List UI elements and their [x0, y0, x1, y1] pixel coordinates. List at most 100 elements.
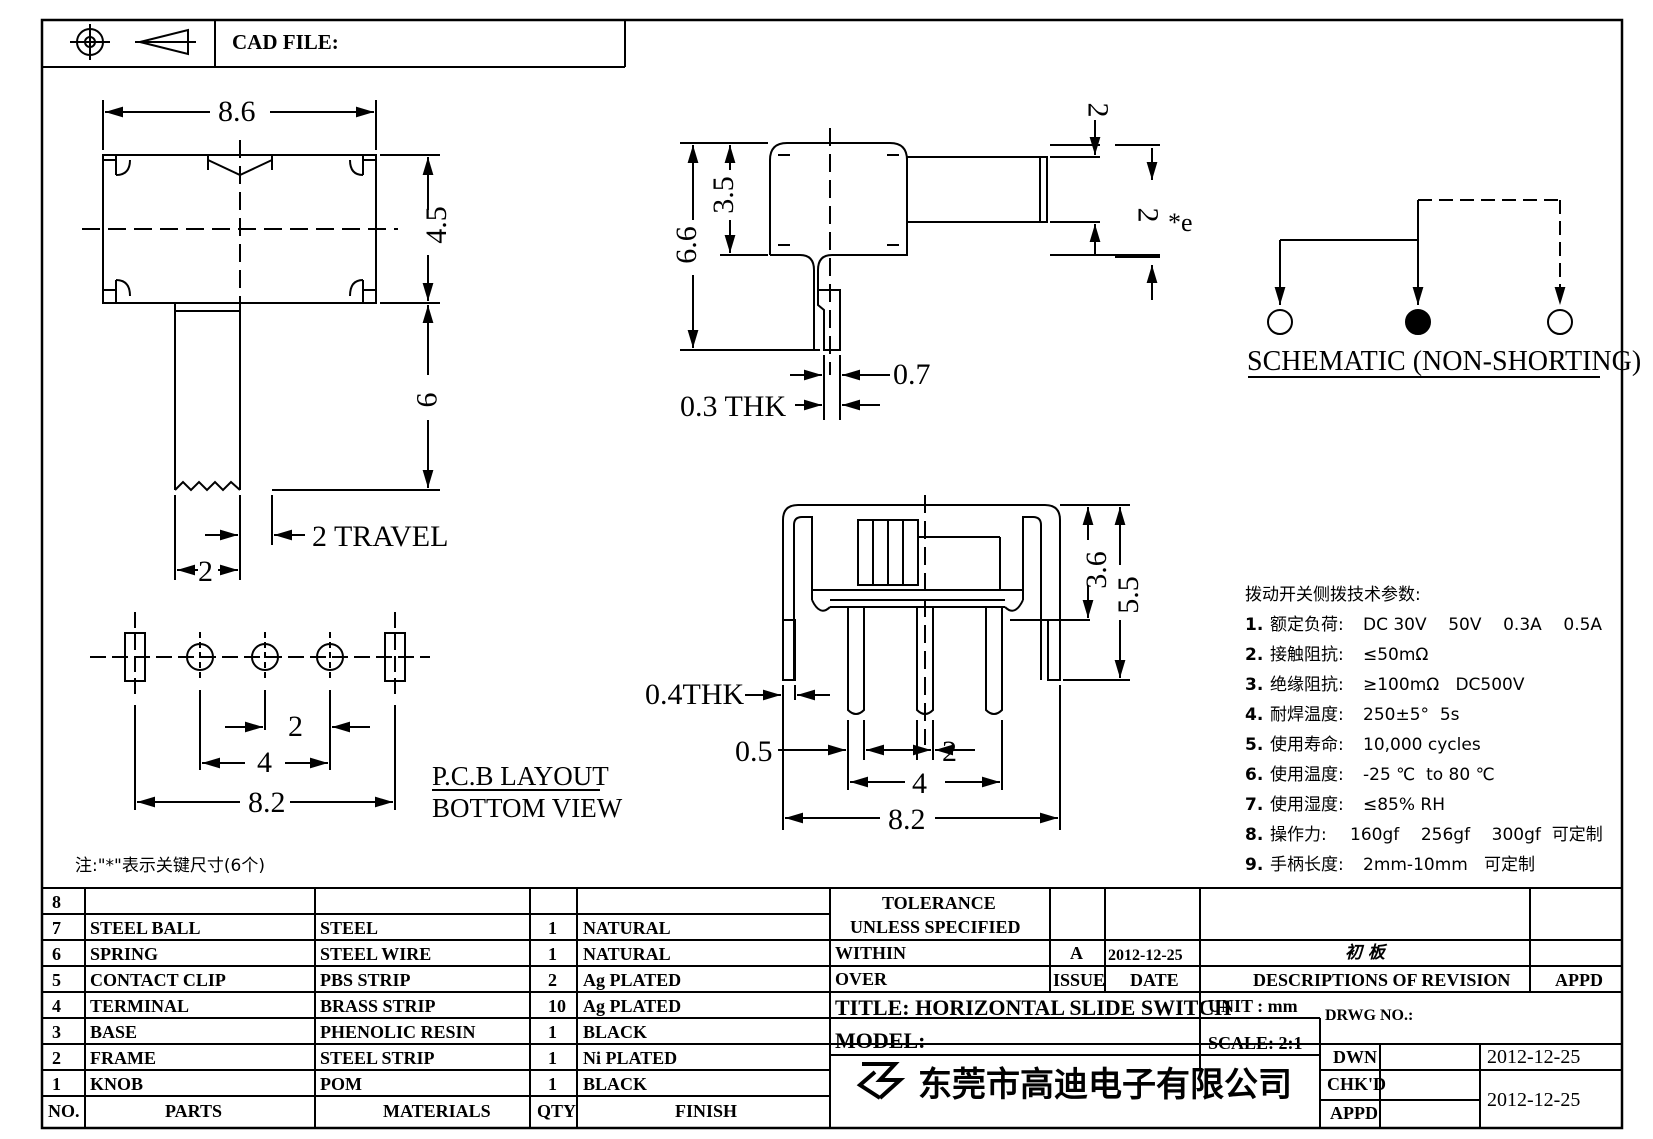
- checked-label: CHK'D: [1327, 1074, 1387, 1094]
- bom-cell-qty: 1: [548, 944, 557, 964]
- dim-side-0-7: 0.7: [893, 358, 931, 391]
- dim-side-thk: 0.3 THK: [680, 390, 787, 423]
- spec-label: 使用寿命:: [1270, 735, 1344, 755]
- bom-cell-qty: 1: [548, 918, 557, 938]
- bom-cell-part: BASE: [90, 1022, 138, 1042]
- key-dimension-note: 注:"*"表示关键尺寸(6个): [75, 856, 265, 876]
- checked-date: 2012-12-25: [1487, 1089, 1581, 1111]
- company-name: 东莞市高迪电子有限公司: [918, 1065, 1292, 1105]
- spec-value: ≤85% RH: [1363, 795, 1446, 815]
- bom-cell-material: STEEL STRIP: [320, 1048, 435, 1068]
- dim-side-2-top: 2: [1081, 102, 1115, 118]
- bom-cell-material: PHENOLIC RESIN: [320, 1022, 476, 1042]
- bom-cell-finish: Ag PLATED: [583, 970, 682, 990]
- approved-label: APPD: [1330, 1103, 1378, 1123]
- tolerance-over: OVER: [835, 969, 888, 989]
- bom-cell-no: 5: [52, 970, 61, 990]
- dim-front-5-5: 5.5: [1111, 576, 1145, 614]
- spec-label: 绝缘阻抗:: [1270, 675, 1344, 695]
- bom-header-finish: FINISH: [675, 1101, 738, 1121]
- bom-cell-finish: BLACK: [583, 1074, 648, 1094]
- gaodi-logo: [856, 1062, 906, 1100]
- dim-top-width: 8.6: [218, 95, 256, 128]
- dim-front-3-6: 3.6: [1079, 551, 1113, 589]
- revision-header: DESCRIPTIONS OF REVISION: [1253, 970, 1511, 990]
- bom-cell-part: KNOB: [90, 1074, 144, 1094]
- drawing-title: TITLE: HORIZONTAL SLIDE SWITCH: [835, 995, 1232, 1020]
- spec-number: 1.: [1245, 615, 1264, 635]
- bom-cell-material: PBS STRIP: [320, 970, 411, 990]
- spec-label: 接触阻抗:: [1270, 645, 1344, 665]
- dim-front-2: 2: [942, 735, 957, 768]
- dim-front-4: 4: [912, 767, 927, 800]
- spec-value: DC 30V 50V 0.3A 0.5A: [1363, 615, 1603, 635]
- spec-label: 操作力:: [1270, 825, 1327, 845]
- bom-cell-no: 2: [52, 1048, 61, 1068]
- spec-value: ≥100mΩ DC500V: [1363, 675, 1525, 695]
- bom-cell-part: STEEL BALL: [90, 918, 201, 938]
- bom-header-qty: QTY: [537, 1101, 577, 1121]
- dim-travel: 2 TRAVEL: [312, 520, 449, 553]
- schematic-label: SCHEMATIC (NON-SHORTING): [1247, 346, 1642, 377]
- bom-cell-finish: Ag PLATED: [583, 996, 682, 1016]
- dim-pcb-pitch: 2: [288, 710, 303, 743]
- dim-front-8-2: 8.2: [888, 803, 926, 836]
- bom-cell-qty: 1: [548, 1022, 557, 1042]
- dim-front-0-5: 0.5: [735, 735, 773, 768]
- dim-top-height: 4.5: [419, 206, 453, 244]
- bom-cell-finish: BLACK: [583, 1022, 648, 1042]
- spec-value: 2mm-10mm 可定制: [1363, 855, 1536, 875]
- dim-pcb-total: 8.2: [248, 786, 286, 819]
- bom-cell-finish: NATURAL: [583, 944, 671, 964]
- bom-header-no: NO.: [48, 1101, 80, 1121]
- bom-cell-no: 7: [52, 918, 61, 938]
- unit-label: UNIT : mm: [1208, 996, 1298, 1016]
- bom-cell-finish: Ni PLATED: [583, 1048, 678, 1068]
- bom-header-part: PARTS: [165, 1101, 223, 1121]
- spec-number: 5.: [1245, 735, 1264, 755]
- date-header: DATE: [1130, 970, 1179, 990]
- spec-label: 耐焊温度:: [1270, 705, 1344, 725]
- bom-cell-part: TERMINAL: [90, 996, 190, 1016]
- spec-label: 手柄长度:: [1270, 855, 1344, 875]
- issue-header: ISSUE: [1053, 970, 1106, 990]
- spec-number: 7.: [1245, 795, 1264, 815]
- spec-value: 250±5° 5s: [1363, 705, 1460, 725]
- pcb-title-1: P.C.B LAYOUT: [432, 761, 609, 791]
- bom-cell-part: FRAME: [90, 1048, 156, 1068]
- bom-cell-material: STEEL WIRE: [320, 944, 432, 964]
- bom-cell-qty: 1: [548, 1074, 557, 1094]
- bom-cell-qty: 2: [548, 970, 557, 990]
- dim-pcb-4: 4: [257, 746, 272, 779]
- spec-value: 10,000 cycles: [1363, 735, 1481, 755]
- bom-cell-material: BRASS STRIP: [320, 996, 436, 1016]
- spec-value: -25 ℃ to 80 ℃: [1363, 765, 1495, 785]
- bom-header-material: MATERIALS: [383, 1101, 491, 1121]
- key-dimension-mark: *e: [1168, 208, 1193, 237]
- drawing-number-label: DRWG NO.:: [1325, 1007, 1414, 1024]
- issue-value: A: [1070, 943, 1083, 963]
- issue-date: 2012-12-25: [1108, 947, 1183, 964]
- bom-cell-qty: 1: [548, 1048, 557, 1068]
- dim-side-2-mid: 2: [1131, 207, 1165, 223]
- dim-side-6-6: 6.6: [669, 226, 703, 264]
- spec-number: 2.: [1245, 645, 1264, 665]
- dim-lever-width: 2: [198, 555, 213, 588]
- spec-number: 9.: [1245, 855, 1264, 875]
- bom-cell-no: 1: [52, 1074, 61, 1094]
- bom-cell-part: CONTACT CLIP: [90, 970, 226, 990]
- cad-file-label: CAD FILE:: [232, 30, 339, 54]
- bom-cell-no: 3: [52, 1022, 61, 1042]
- spec-label: 使用温度:: [1270, 765, 1344, 785]
- spec-value: 160gf 256gf 300gf 可定制: [1350, 825, 1603, 845]
- bom-cell-finish: NATURAL: [583, 918, 671, 938]
- dim-lever-length: 6: [410, 392, 444, 408]
- spec-value: ≤50mΩ: [1363, 645, 1429, 665]
- dwn-date: 2012-12-25: [1487, 1046, 1581, 1068]
- bom-cell-part: SPRING: [90, 944, 159, 964]
- bom-cell-qty: 10: [548, 996, 566, 1016]
- tolerance-line-1: TOLERANCE: [882, 893, 996, 913]
- dim-front-thk: 0.4THK: [645, 678, 745, 711]
- tolerance-line-2: UNLESS SPECIFIED: [850, 917, 1021, 937]
